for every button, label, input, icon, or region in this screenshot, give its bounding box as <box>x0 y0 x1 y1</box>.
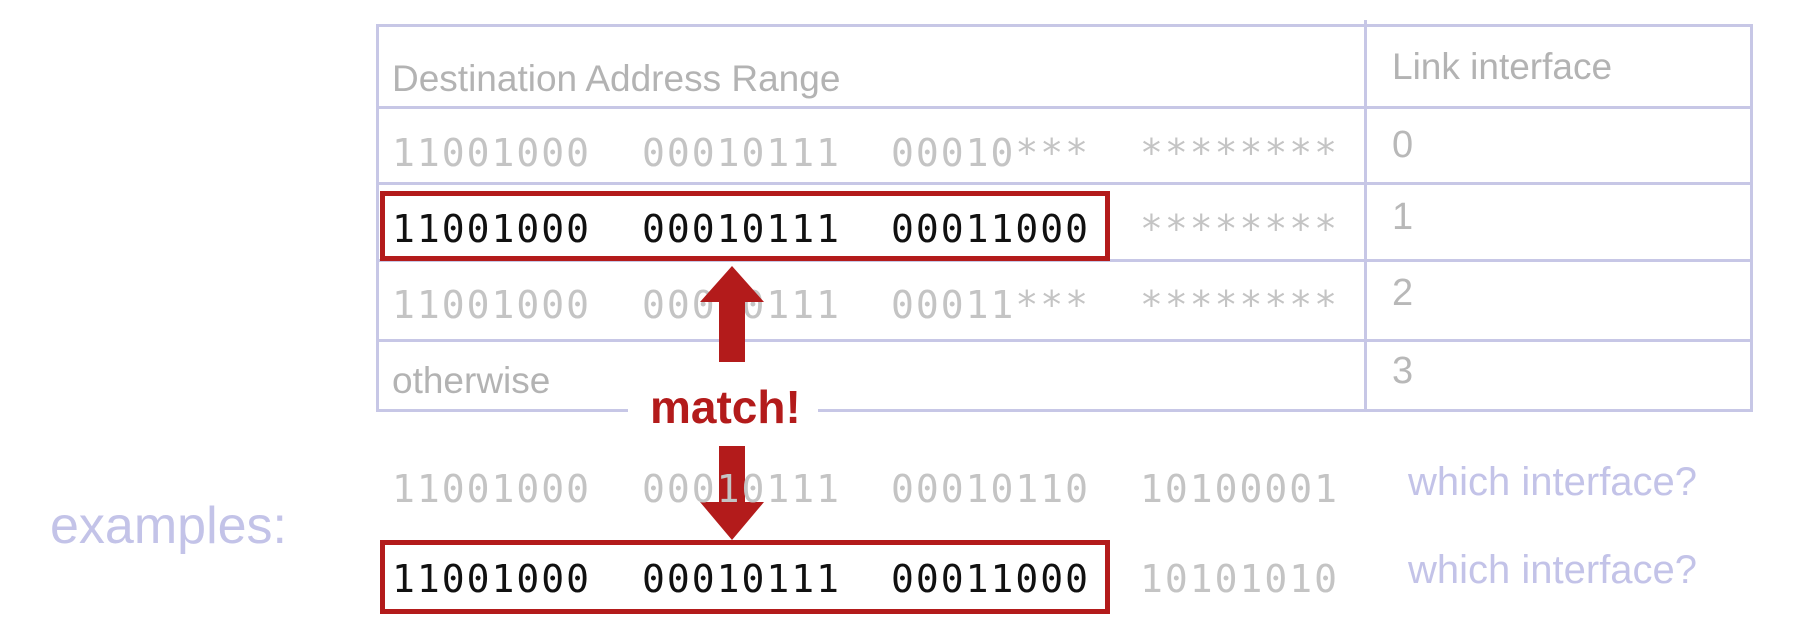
table-border-bottom-right <box>818 409 1753 412</box>
address-byte: ******** <box>1140 207 1340 251</box>
address-byte: 00011000 <box>891 557 1091 601</box>
address-byte: 00010111 <box>642 207 842 251</box>
address-byte: ******** <box>1140 283 1340 327</box>
address-byte: 11001000 <box>392 557 592 601</box>
address-byte: 00010110 <box>891 467 1091 511</box>
link-interface-value: 3 <box>1392 350 1414 392</box>
address-byte: 11001000 <box>392 467 592 511</box>
table-border-right <box>1750 24 1753 412</box>
column-header-range: Destination Address Range <box>392 58 841 99</box>
table-row-divider <box>378 106 1753 109</box>
address-byte: 11001000 <box>392 283 592 327</box>
address-byte: 00011000 <box>891 207 1091 251</box>
table-border-left <box>376 24 379 412</box>
down-arrow <box>700 446 764 540</box>
matched-prefix-highlight <box>380 191 1110 261</box>
table-border-bottom-left <box>378 409 628 412</box>
address-byte: 10101010 <box>1140 557 1340 601</box>
link-interface-value: 0 <box>1392 124 1414 166</box>
example-prefix-highlight <box>380 540 1110 614</box>
address-byte: 11001000 <box>392 131 592 175</box>
address-byte: 11001000 <box>392 207 592 251</box>
address-byte: 00010111 <box>642 557 842 601</box>
match-label: match! <box>634 384 817 430</box>
examples-label: examples: <box>50 497 287 555</box>
table-row-divider <box>378 339 1753 342</box>
link-interface-value: 1 <box>1392 196 1414 238</box>
address-byte: 00011*** <box>891 283 1091 327</box>
link-interface-value: 2 <box>1392 272 1414 314</box>
column-header-interface: Link interface <box>1392 46 1613 87</box>
address-byte: 10100001 <box>1140 467 1340 511</box>
which-interface-question: which interface? <box>1408 460 1698 504</box>
up-arrow <box>700 266 764 362</box>
otherwise-label: otherwise <box>392 360 551 401</box>
which-interface-question: which interface? <box>1408 548 1698 592</box>
address-byte: ******** <box>1140 131 1340 175</box>
table-column-divider <box>1364 20 1367 412</box>
address-byte: 00010*** <box>891 131 1091 175</box>
address-byte: 00010111 <box>642 131 842 175</box>
table-border-top <box>378 24 1753 27</box>
table-row-divider <box>378 182 1753 185</box>
address-byte: 00010111 <box>642 467 842 511</box>
